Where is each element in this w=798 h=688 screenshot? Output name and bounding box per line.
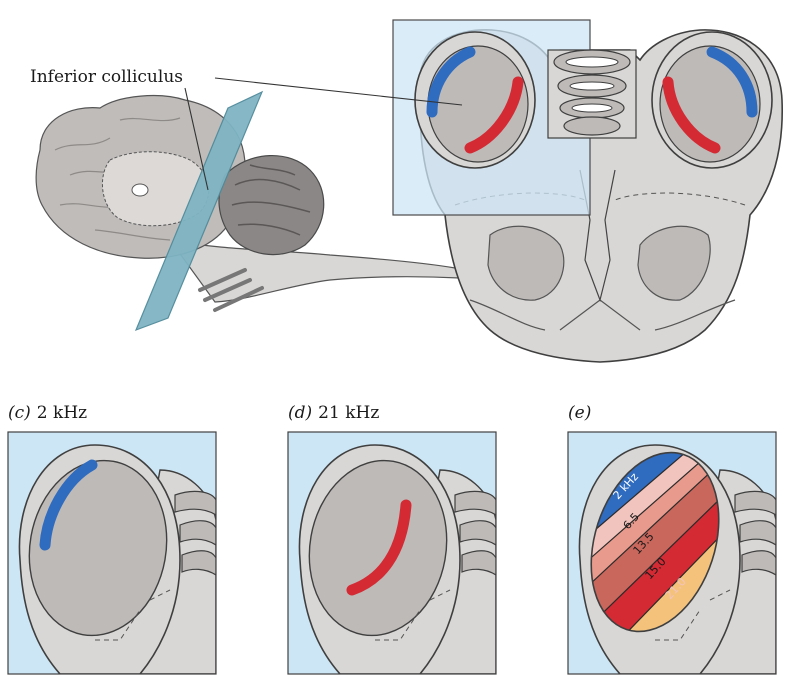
left-low-freq-band bbox=[426, 46, 476, 118]
right-high-freq-band bbox=[662, 76, 721, 154]
panel-c-label: (c)2 kHz bbox=[8, 403, 87, 423]
panel-c-frame bbox=[7, 431, 217, 675]
cerebellum bbox=[218, 154, 325, 256]
left-high-freq-band bbox=[464, 76, 524, 154]
cranial-nerves bbox=[198, 268, 264, 312]
panel-d-frame bbox=[287, 431, 497, 675]
slice-plane bbox=[134, 90, 264, 332]
panel-c bbox=[8, 432, 216, 674]
midline bbox=[579, 169, 616, 303]
lower-structure-right bbox=[637, 225, 711, 301]
leader-line-to-section bbox=[214, 77, 463, 106]
panel-d bbox=[288, 432, 496, 674]
panel-e-label: (e) bbox=[568, 403, 591, 423]
panel-c-low-freq-band bbox=[39, 459, 98, 551]
ventricle bbox=[131, 183, 149, 197]
sagittal-brain bbox=[35, 90, 461, 332]
cerebellum-folia bbox=[231, 164, 311, 236]
band-fill-3 bbox=[569, 440, 741, 640]
lower-structure-left bbox=[487, 225, 565, 301]
panel-d-label: (d)21 kHz bbox=[288, 403, 379, 423]
inferior-colliculus-label: Inferior colliculus bbox=[30, 67, 183, 87]
right-low-freq-band bbox=[706, 46, 758, 118]
panel-d-high-freq-band bbox=[346, 499, 412, 596]
panel-e: 2 kHz 6.5 13.5 15.0 21.0 bbox=[568, 432, 776, 674]
brainstem bbox=[168, 239, 461, 303]
panel-e-frame bbox=[567, 431, 777, 675]
coronal-section bbox=[392, 19, 784, 363]
leader-line-to-brain bbox=[184, 87, 209, 191]
midbrain-region bbox=[101, 151, 210, 227]
band-fill-4 bbox=[575, 460, 741, 649]
central-folds bbox=[547, 49, 637, 139]
